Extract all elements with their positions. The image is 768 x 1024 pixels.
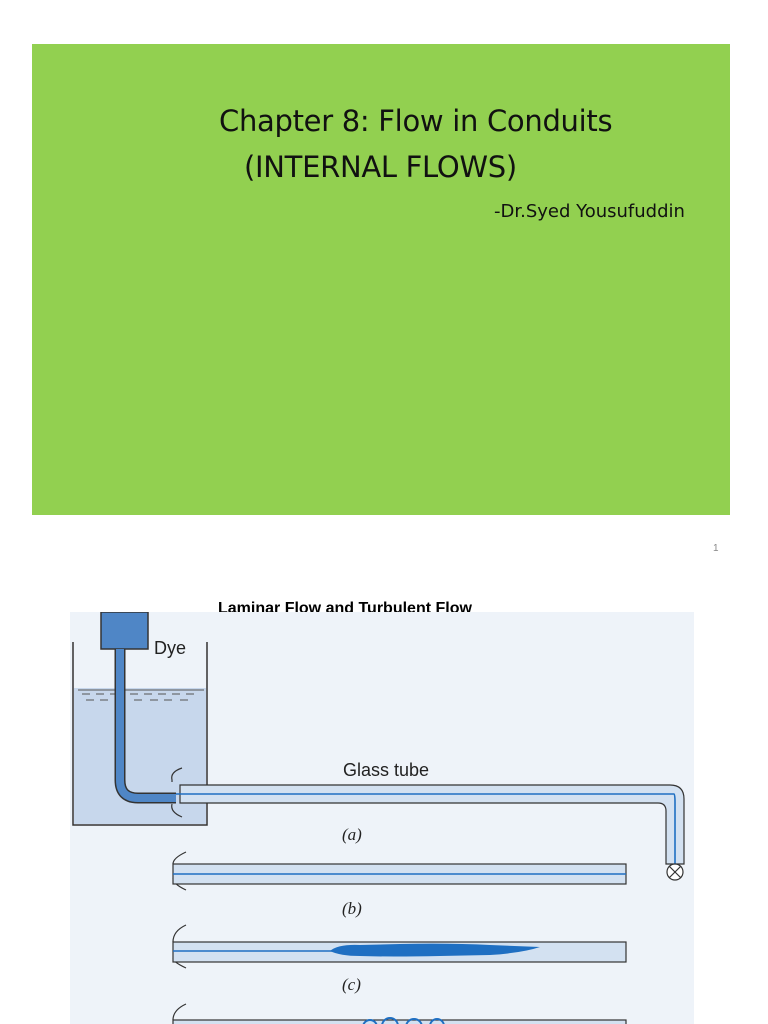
slide-subtitle: (INTERNAL FLOWS) [244,150,517,184]
page-number: 1 [713,543,719,554]
dye-label: Dye [154,638,186,658]
tube-inlet [171,767,183,782]
dye-reservoir [100,612,149,650]
label-a: (a) [342,825,362,844]
label-c: (c) [342,975,361,994]
glass-tube-label: Glass tube [343,760,429,780]
turbulent-eddies [362,1017,445,1024]
reynolds-experiment-figure: Dye Glass tube (a) (b) (c) [70,612,694,1024]
slide-title: Chapter 8: Flow in Conduits [219,104,613,138]
glass-tube [179,784,685,865]
title-slide: Chapter 8: Flow in Conduits (INTERNAL FL… [32,44,730,515]
tank-outline [72,642,208,826]
dye-streak-c [330,943,540,957]
author-name: -Dr.Syed Yousufuddin [494,201,685,222]
tube-d [172,1019,627,1024]
tube-d-inlet [172,1003,187,1021]
valve [666,863,684,881]
label-b: (b) [342,899,362,918]
